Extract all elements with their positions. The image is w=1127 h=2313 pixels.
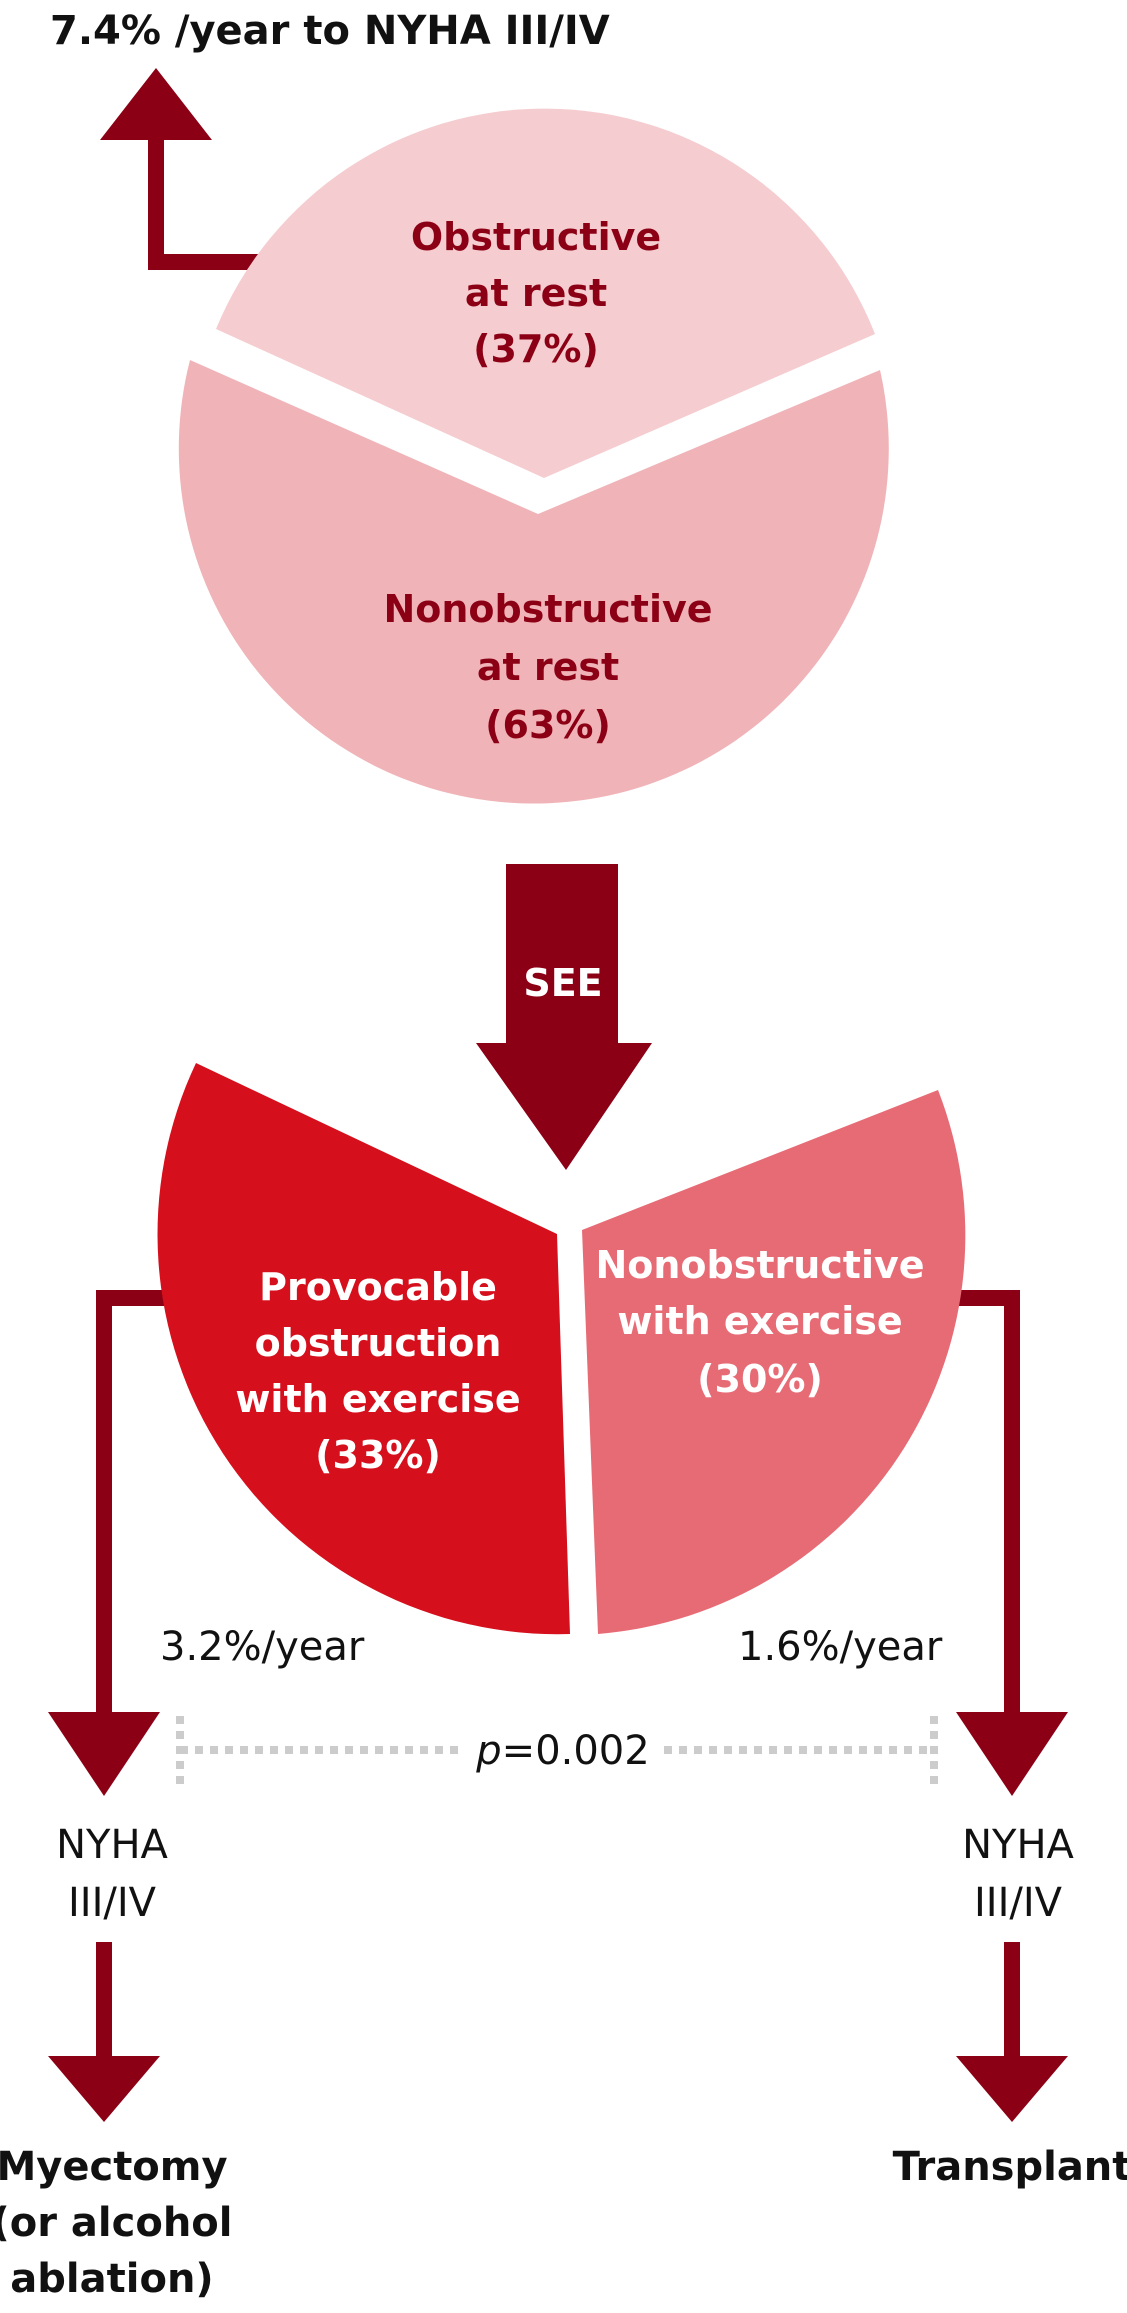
top-rate-label: 7.4% /year to NYHA III/IV — [50, 8, 610, 54]
p-value: =0.002 — [502, 1728, 650, 1774]
nonobstructive-ex-line2: with exercise — [617, 1299, 902, 1343]
see-arrow — [476, 864, 652, 1170]
nonobstructive-ex-segment — [582, 1090, 966, 1634]
obstructive-segment — [216, 108, 875, 478]
provocable-line3: with exercise — [235, 1377, 520, 1421]
right-outcome-connector — [955, 1290, 1020, 1715]
nonobstructive-segment — [178, 360, 889, 804]
right-arrow-head — [956, 1712, 1068, 1796]
nonobstructive-ex-line1: Nonobstructive — [595, 1243, 924, 1287]
comparison-bracket — [176, 1716, 938, 1784]
see-label: SEE — [523, 961, 602, 1005]
right-final-line1: Transplant — [893, 2144, 1127, 2190]
p-italic: p — [475, 1728, 501, 1774]
left-final-line2: (or alcohol — [0, 2200, 232, 2246]
obstructive-rate-connector — [148, 135, 270, 270]
up-arrow-head — [100, 68, 212, 140]
nonobstructive-line1: Nonobstructive — [383, 587, 712, 631]
left-outcome-connector — [96, 1290, 175, 1715]
left-nyha-line1: NYHA — [56, 1822, 168, 1868]
provocable-pct: (33%) — [315, 1433, 441, 1477]
nonobstructive-pct: (63%) — [485, 703, 611, 747]
left-final-arrow-head — [48, 2056, 160, 2122]
nonobstructive-line2: at rest — [477, 645, 619, 689]
right-rate-label: 1.6%/year — [738, 1624, 943, 1670]
left-nyha-line2: III/IV — [68, 1880, 157, 1926]
provocable-segment — [157, 1063, 570, 1635]
nonobstructive-ex-pct: (30%) — [697, 1357, 823, 1401]
left-rate-label: 3.2%/year — [160, 1624, 365, 1670]
obstructive-line1: Obstructive — [411, 215, 661, 259]
left-final-line3: ablation) — [10, 2256, 213, 2302]
right-nyha-line1: NYHA — [962, 1822, 1074, 1868]
provocable-line1: Provocable — [259, 1265, 497, 1309]
obstructive-pct: (37%) — [473, 327, 599, 371]
left-final-line1: Myectomy — [0, 2144, 228, 2190]
left-arrow-head — [48, 1712, 160, 1796]
right-final-arrow-head — [956, 2056, 1068, 2122]
obstructive-line2: at rest — [465, 271, 607, 315]
right-nyha-line2: III/IV — [974, 1880, 1063, 1926]
provocable-line2: obstruction — [255, 1321, 502, 1365]
p-value-label: p=0.002 — [475, 1728, 649, 1774]
